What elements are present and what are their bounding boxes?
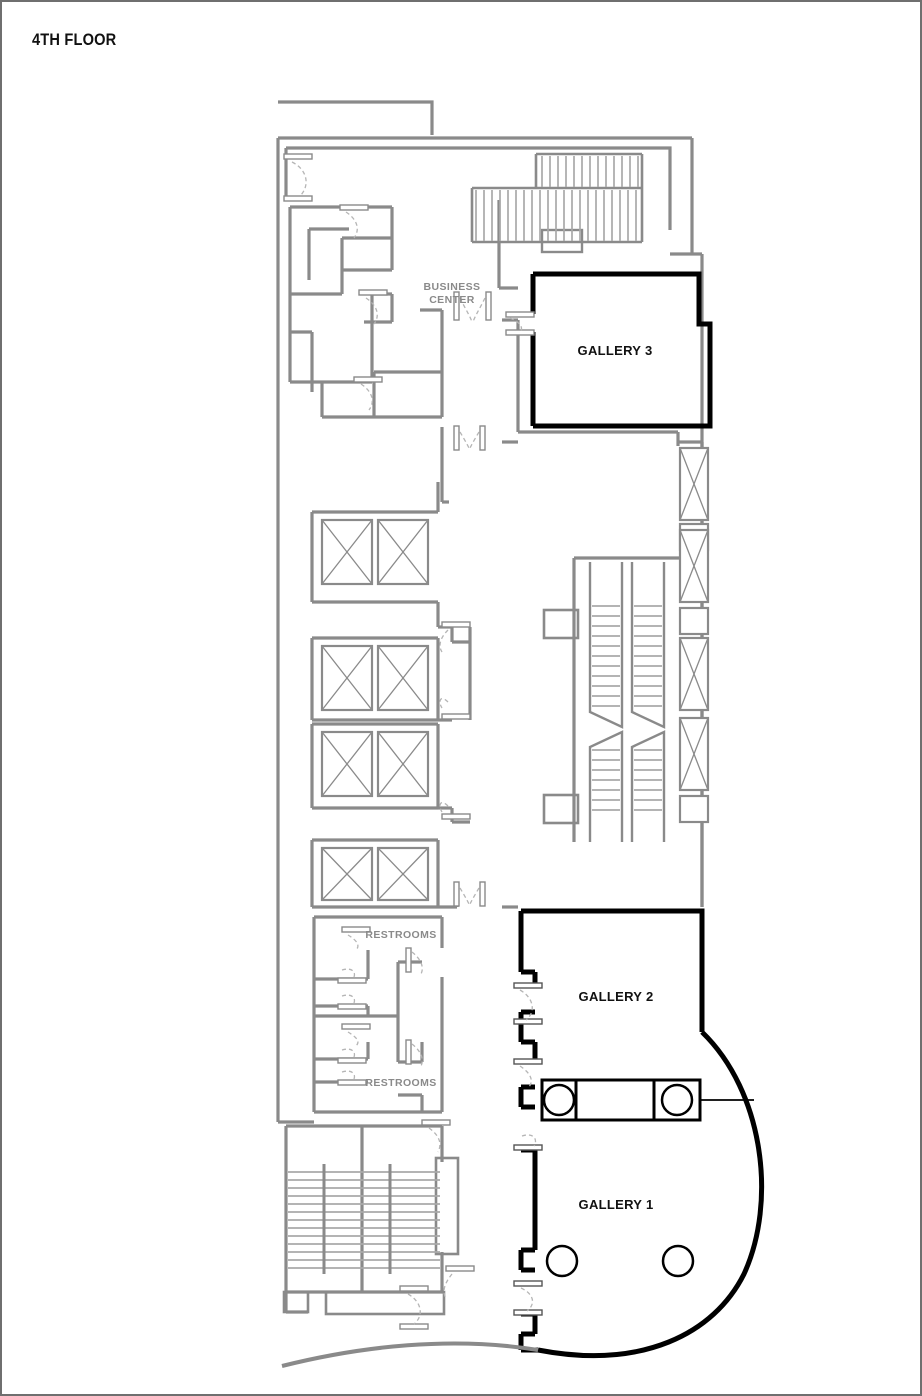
door: [358, 289, 388, 325]
elevator-shaft-right: [678, 716, 710, 792]
elevator-shaft-right: [678, 528, 710, 604]
door: [513, 1280, 543, 1316]
label-gallery-2: GALLERY 2: [579, 989, 654, 1004]
door: [439, 802, 471, 820]
door: [337, 1070, 367, 1086]
door-group: [283, 153, 543, 1330]
door: [341, 1023, 371, 1047]
door: [337, 968, 367, 984]
elevator-shaft-right: [678, 636, 710, 712]
door: [353, 376, 383, 411]
gallery-columns: [542, 1083, 695, 1278]
door: [341, 926, 371, 951]
elevator-car: [376, 518, 430, 586]
door: [513, 1058, 543, 1089]
gallery-walls: [518, 271, 765, 1359]
label-business-center-line2: CENTER: [429, 294, 475, 306]
door: [337, 994, 367, 1010]
elevator-car: [320, 644, 374, 712]
double-door: [453, 425, 486, 451]
door: [399, 1285, 429, 1330]
bottom-stair-hatching: [288, 1164, 440, 1274]
door: [443, 1265, 475, 1299]
room-labels: BUSINESS CENTER GALLERY 3 RESTROOMS REST…: [365, 281, 653, 1212]
label-business-center-line1: BUSINESS: [424, 281, 481, 293]
elevator-car: [320, 846, 374, 902]
label-restrooms-lower: RESTROOMS: [365, 1077, 436, 1089]
elevator-car: [376, 644, 430, 712]
elevator-shaft-right: [678, 446, 710, 522]
label-restrooms-upper: RESTROOMS: [365, 929, 436, 941]
double-door: [453, 881, 486, 907]
door: [505, 311, 535, 336]
door: [439, 698, 471, 720]
door: [439, 621, 471, 653]
elevator-car: [376, 846, 430, 902]
door: [513, 1134, 543, 1151]
door: [337, 1048, 367, 1064]
label-gallery-1: GALLERY 1: [579, 1197, 654, 1212]
door: [421, 1119, 451, 1153]
double-door: [453, 291, 492, 323]
elevator-shafts: [320, 446, 710, 902]
door: [339, 204, 369, 239]
door: [513, 982, 543, 1025]
door: [283, 153, 313, 202]
elevator-car: [320, 518, 374, 586]
elevator-car: [376, 730, 430, 798]
door: [405, 947, 423, 975]
door: [405, 1039, 423, 1067]
escalator-steps: [592, 605, 662, 811]
curved-facade-continuation: [281, 1341, 539, 1368]
label-gallery-3: GALLERY 3: [578, 343, 653, 358]
elevator-car: [320, 730, 374, 798]
page-title: 4TH FLOOR: [32, 30, 117, 49]
thin-wall-group: [276, 100, 704, 1316]
top-stair-hatching: [475, 156, 639, 241]
